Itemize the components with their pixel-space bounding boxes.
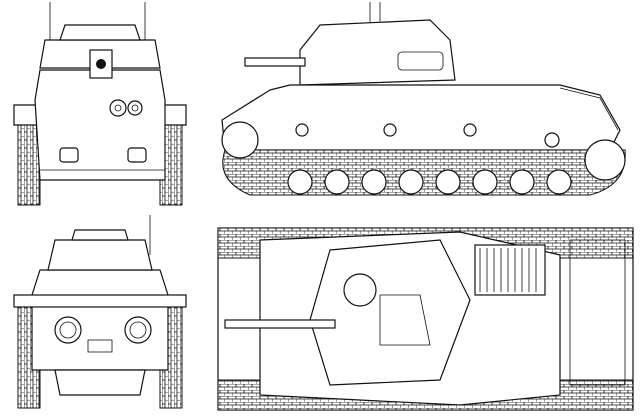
turret [299,19,456,86]
plate-right [127,147,147,163]
hull-front [34,69,166,181]
engine-grille [474,244,546,296]
drive-sprocket [584,139,626,181]
rear-view [13,215,187,409]
front-view [13,2,187,206]
gun-muzzle [96,59,106,69]
hull-rear [31,269,169,371]
cupola [343,273,377,307]
gun-barrel [224,319,336,329]
top-view [217,227,634,411]
side-view [221,2,626,196]
idler-wheel [221,121,259,159]
turret [47,239,153,271]
exhaust-right [124,316,152,344]
hull [221,84,621,151]
turret [309,239,471,386]
cupola [59,24,141,41]
exhaust-left [54,316,82,344]
gun-barrel [244,57,306,67]
plate-left [59,147,79,163]
road-wheels [287,169,572,195]
